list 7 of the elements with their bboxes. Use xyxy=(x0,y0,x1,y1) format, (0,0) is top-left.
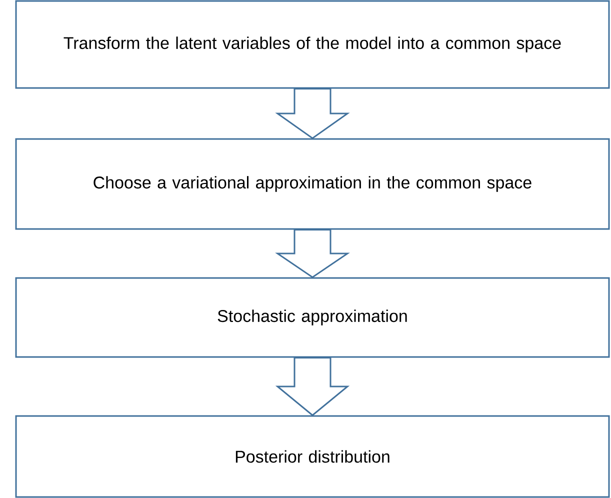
block-arrow xyxy=(275,88,350,140)
process-box: Choose a variational approximation in the common space xyxy=(15,138,610,230)
process-box: Stochastic approximation xyxy=(15,277,610,358)
process-box: Transform the latent variables of the model into a common space xyxy=(15,0,610,89)
process-box: Posterior distribution xyxy=(15,415,610,498)
block-arrow xyxy=(275,229,350,278)
block-arrow xyxy=(275,357,350,416)
